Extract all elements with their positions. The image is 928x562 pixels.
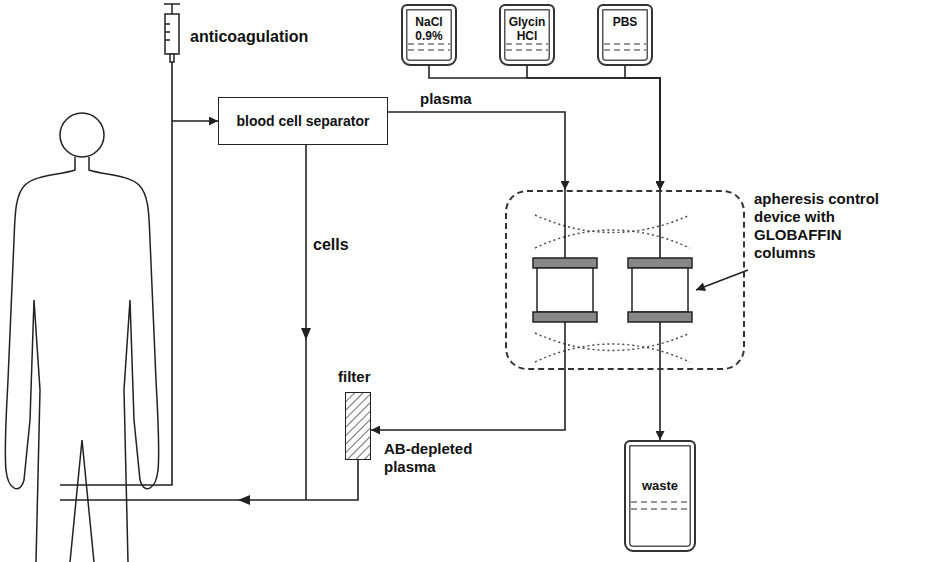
text-label: anticoagulation [190,28,308,46]
node-text: waste [631,478,689,494]
node-text: blood cell separator [236,113,369,129]
arrow-head [238,495,250,505]
leader-arrow [696,270,748,290]
flow-connector [371,370,565,430]
solution-bottle: Glycin HCl [499,4,555,66]
text-label: cells [313,236,349,254]
node-text: Glycin HCl [506,15,548,44]
node-text: PBS [604,15,646,29]
globaffin-column [533,258,692,322]
dotted-link [535,215,690,362]
flow-connector [388,112,565,190]
separator-box: blood cell separator [218,97,388,145]
filter-hatch [346,393,370,459]
solution-bottle: PBS [597,4,653,66]
node-label: filter [338,368,398,386]
flow-connector [625,66,660,190]
flow-connector [429,66,660,190]
node-text: NaCl 0.9% [408,15,450,44]
human-figure [5,113,159,562]
edge-label: plasma [418,90,474,108]
solution-bottle: NaCl 0.9% [401,4,457,66]
filter-box: filter [345,392,371,460]
apheresis-device: apheresis control device with GLOBAFFIN … [505,190,745,370]
edge-label: AB-depleted plasma [382,440,486,476]
syringe [164,4,180,62]
node-label: apheresis control device with GLOBAFFIN … [754,190,904,262]
flow-connector [659,370,661,440]
arrow-head [301,328,311,340]
waste-bottle: waste [624,440,696,552]
flow-connector [527,66,660,190]
